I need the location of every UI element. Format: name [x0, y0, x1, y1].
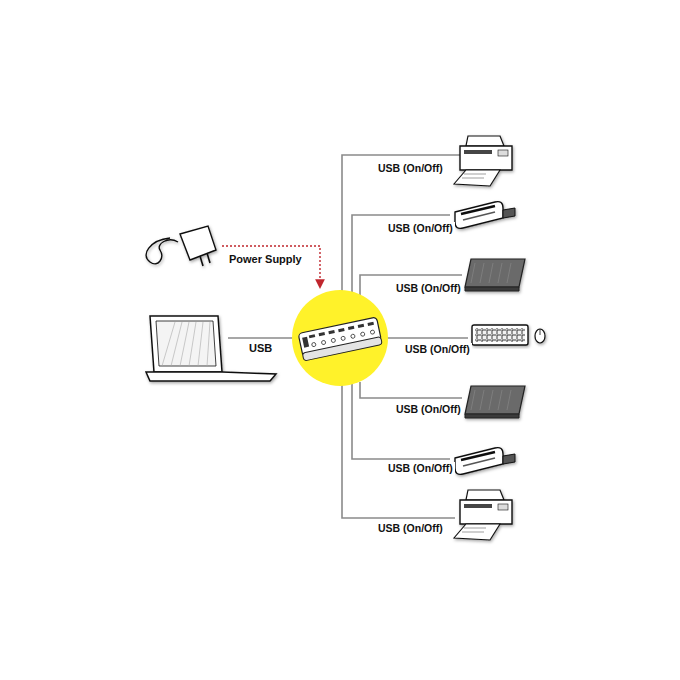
usb-wire: [360, 275, 462, 300]
usb-hub: [298, 317, 382, 361]
power-label: Power Supply: [227, 253, 304, 266]
usb-label: USB (On/Off): [376, 162, 445, 175]
card-reader: [455, 202, 515, 229]
printer: [454, 136, 512, 186]
power-wire: [222, 246, 320, 288]
hard-drive: [465, 386, 525, 418]
usb-label: USB (On/Off): [403, 343, 472, 356]
printer: [454, 490, 512, 540]
card-reader: [455, 448, 515, 475]
usb-label: USB (On/Off): [386, 462, 455, 475]
hub-highlight: [292, 290, 388, 386]
usb-wire: [386, 337, 468, 339]
usb-wire: [228, 337, 294, 339]
usb-label: USB (On/Off): [394, 403, 463, 416]
usb-wire: [352, 384, 450, 459]
usb-label: USB (On/Off): [376, 522, 445, 535]
hard-drive: [465, 259, 525, 291]
usb-label: USB: [247, 342, 274, 355]
keyboard-mouse: [472, 325, 545, 345]
usb-wire: [360, 382, 462, 398]
usb-label: USB (On/Off): [386, 222, 455, 235]
power-adapter: [146, 226, 216, 266]
usb-label: USB (On/Off): [394, 282, 463, 295]
laptop: [146, 316, 276, 381]
